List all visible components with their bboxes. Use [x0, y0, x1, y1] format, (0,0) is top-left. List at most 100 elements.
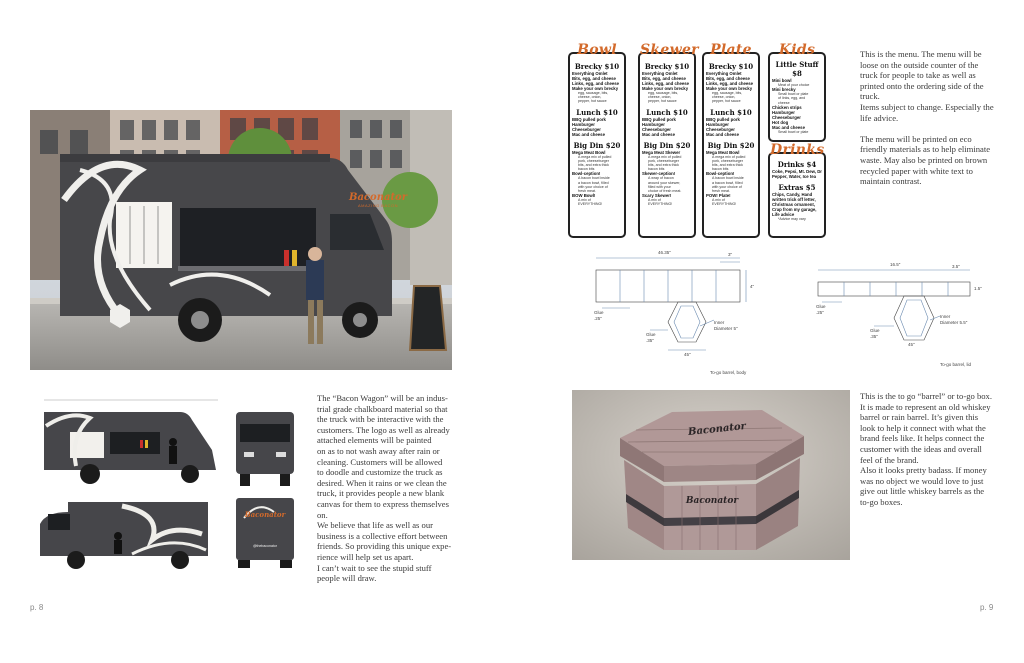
dieline-lid-dim-tab: 3.5" [952, 264, 960, 269]
menu-section-heading: Big Din $20 [643, 140, 691, 150]
menu-item-description: egg, sausage, bits, [648, 91, 679, 95]
menu-item-description: bits, and extra thick [578, 163, 609, 168]
menu-item-description: pork, cheeseburger [578, 158, 609, 163]
menu-item: Mac and cheese [706, 131, 739, 137]
menu-item-description: fresh meat. [578, 189, 596, 194]
menu-item: Coke, Pepsi, Mt. Dew, Dr [772, 169, 822, 174]
truck-back-view-drawing [236, 498, 294, 568]
menu-item-description: A wrap of bacon [648, 176, 674, 181]
dieline-lid-caption: To-go barrel, lid [940, 362, 972, 367]
menu-item: Chips, Candy, Hand [772, 192, 813, 197]
menu-item-description: bacon bits [648, 167, 665, 172]
menu-kids-heading: Little Stuff $8 [775, 60, 819, 78]
dieline-body-glue-a: Glue .25" [594, 310, 604, 321]
menu-paragraph: This is the menu. The menu will be loose… [860, 49, 994, 187]
truck-opposite-side-drawing [40, 502, 208, 569]
bacon-wagon-paragraph: The “Bacon Wagon” will be an indus- tria… [317, 393, 452, 584]
menu-title-drinks: Drinks [770, 142, 825, 158]
truck-photo-illustration [30, 110, 452, 370]
menu-item: Mac and cheese [772, 124, 805, 130]
menu-title-kids: Kids [778, 42, 816, 58]
truck-side-view-drawing [44, 399, 218, 484]
dieline-body-dim-tab: 3" [728, 252, 733, 257]
truck-logo-text: Baconator [349, 192, 407, 203]
truck-logo-subtitle: AMAZING BACON [357, 203, 399, 208]
dieline-body-dim-bottom: 45" [684, 352, 691, 357]
menu-item-description: EVERYTHING! [578, 202, 603, 207]
menu-item: Links, egg, and cheese [642, 81, 690, 86]
menu-title-bowl: Bowl [577, 42, 617, 58]
menu-item-description: a bacon bowl, filled [712, 180, 743, 185]
menu-item: Mini brecky [772, 87, 796, 93]
menu-item: Hamburger [772, 109, 795, 115]
menu-item-description: A bacon bowl inside [578, 176, 610, 181]
dieline-lid-dim-bottom: 45" [908, 342, 915, 347]
dieline-body-glue-b: Glue .35" [646, 332, 656, 343]
menu-item-description: cheese, onion, [648, 95, 672, 100]
menu-item-description: cheese [778, 100, 790, 105]
menu-item: Everything Omlet [706, 71, 742, 76]
menu-section-heading: Brecky $10 [644, 62, 690, 71]
menu-item: BBQ pulled pork [706, 116, 740, 122]
truck-blueprint-side-left [30, 396, 222, 490]
menu-item-description: pork, cheeseburger [712, 158, 743, 163]
menu-item: Mac and cheese [642, 131, 675, 137]
menu-item: Cheeseburger [706, 126, 735, 132]
dieline-body-inner: Inner Diameter 5" [714, 320, 738, 331]
menu-section-heading: Big Din $20 [573, 140, 621, 150]
menu-item: Cheeseburger [772, 114, 801, 120]
truck-back-logo: Baconator [244, 510, 286, 519]
menu-item-description: with your choice of [712, 184, 742, 189]
menu-section-heading: Big Din $20 [707, 140, 755, 150]
truck-front-view-drawing [236, 412, 294, 486]
menu-section-heading: Lunch $10 [576, 107, 618, 117]
menu-item: Mega Meat Bowl [572, 149, 606, 155]
menu-item: Everything Omlet [642, 71, 678, 76]
menu-item-description: bacon bits [578, 167, 595, 172]
truck-blueprint-front [230, 402, 300, 490]
menu-item: Hamburger [572, 121, 595, 127]
menu-item-description: A mix of [578, 198, 591, 203]
menu-item-description: bits, and extra thick [648, 163, 679, 168]
menu-item-description: cheese, onion, [578, 95, 602, 100]
menu-item-description: A mix of [648, 198, 661, 203]
dieline-body: 46.35" 3" 4" Glue .25" Glue .35" Inner D… [590, 250, 790, 380]
menu-item: Bowl-ception! [706, 171, 735, 177]
menu-item-description: A mega mix of pulled [648, 154, 682, 159]
page-number-right: p. 9 [980, 603, 994, 612]
menu-item: Make your own brecky [572, 86, 619, 91]
truck-photo: Baconator AMAZING BACON [30, 110, 452, 370]
menu-item: Chicken strips [772, 104, 802, 110]
menu-item: Bits, egg, and cheese [706, 76, 750, 81]
menu-item: written trick off letter, [772, 197, 816, 202]
menu-item-description: a bacon bowl, filled [578, 180, 609, 185]
menu-item-description: egg, sausage, bits, [712, 91, 743, 95]
menu-item: Hot dog [772, 119, 789, 125]
dieline-body-caption: To-go barrel, body [710, 370, 747, 375]
menu-item: Cheeseburger [642, 126, 671, 132]
box-side-logo: Baconator [685, 496, 739, 506]
menu-item-description: of links, egg, and [778, 96, 806, 101]
menu-item-description: fresh meat. [712, 189, 730, 194]
dieline-body-drawing [595, 257, 747, 351]
menu-item-description: EVERYTHING! [712, 202, 737, 207]
menu-item-description: pepper, hot sauce [712, 99, 741, 104]
menu-item: BOW Bowl! [572, 193, 596, 199]
menu-column-drinks: Drinks Drinks $4 Coke, Pepsi, Mt. Dew, D… [768, 142, 826, 238]
menu-item: Make your own brecky [706, 86, 753, 91]
menu-item-description: EVERYTHING! [648, 202, 673, 207]
menu-item-description: pepper, hot sauce [578, 99, 607, 104]
dieline-lid-drawing [817, 269, 971, 341]
menu-item: BBQ pulled pork [572, 116, 606, 122]
truck-back-handle: @thebaconator [253, 544, 277, 548]
dieline-lid-dim-top: 16.5" [890, 262, 901, 267]
truck-blueprint-back: Baconator @thebaconator [230, 494, 300, 570]
menu-item: Mega Meat Bowl [706, 149, 740, 155]
menu-section-heading: Brecky $10 [708, 62, 754, 71]
menu-extras-heading: Extras $5 [778, 183, 816, 192]
menu-item: Hamburger [642, 121, 665, 127]
menu-item-description: pork, cheeseburger [648, 158, 679, 163]
menu-drinks-heading: Drinks $4 [777, 160, 817, 169]
